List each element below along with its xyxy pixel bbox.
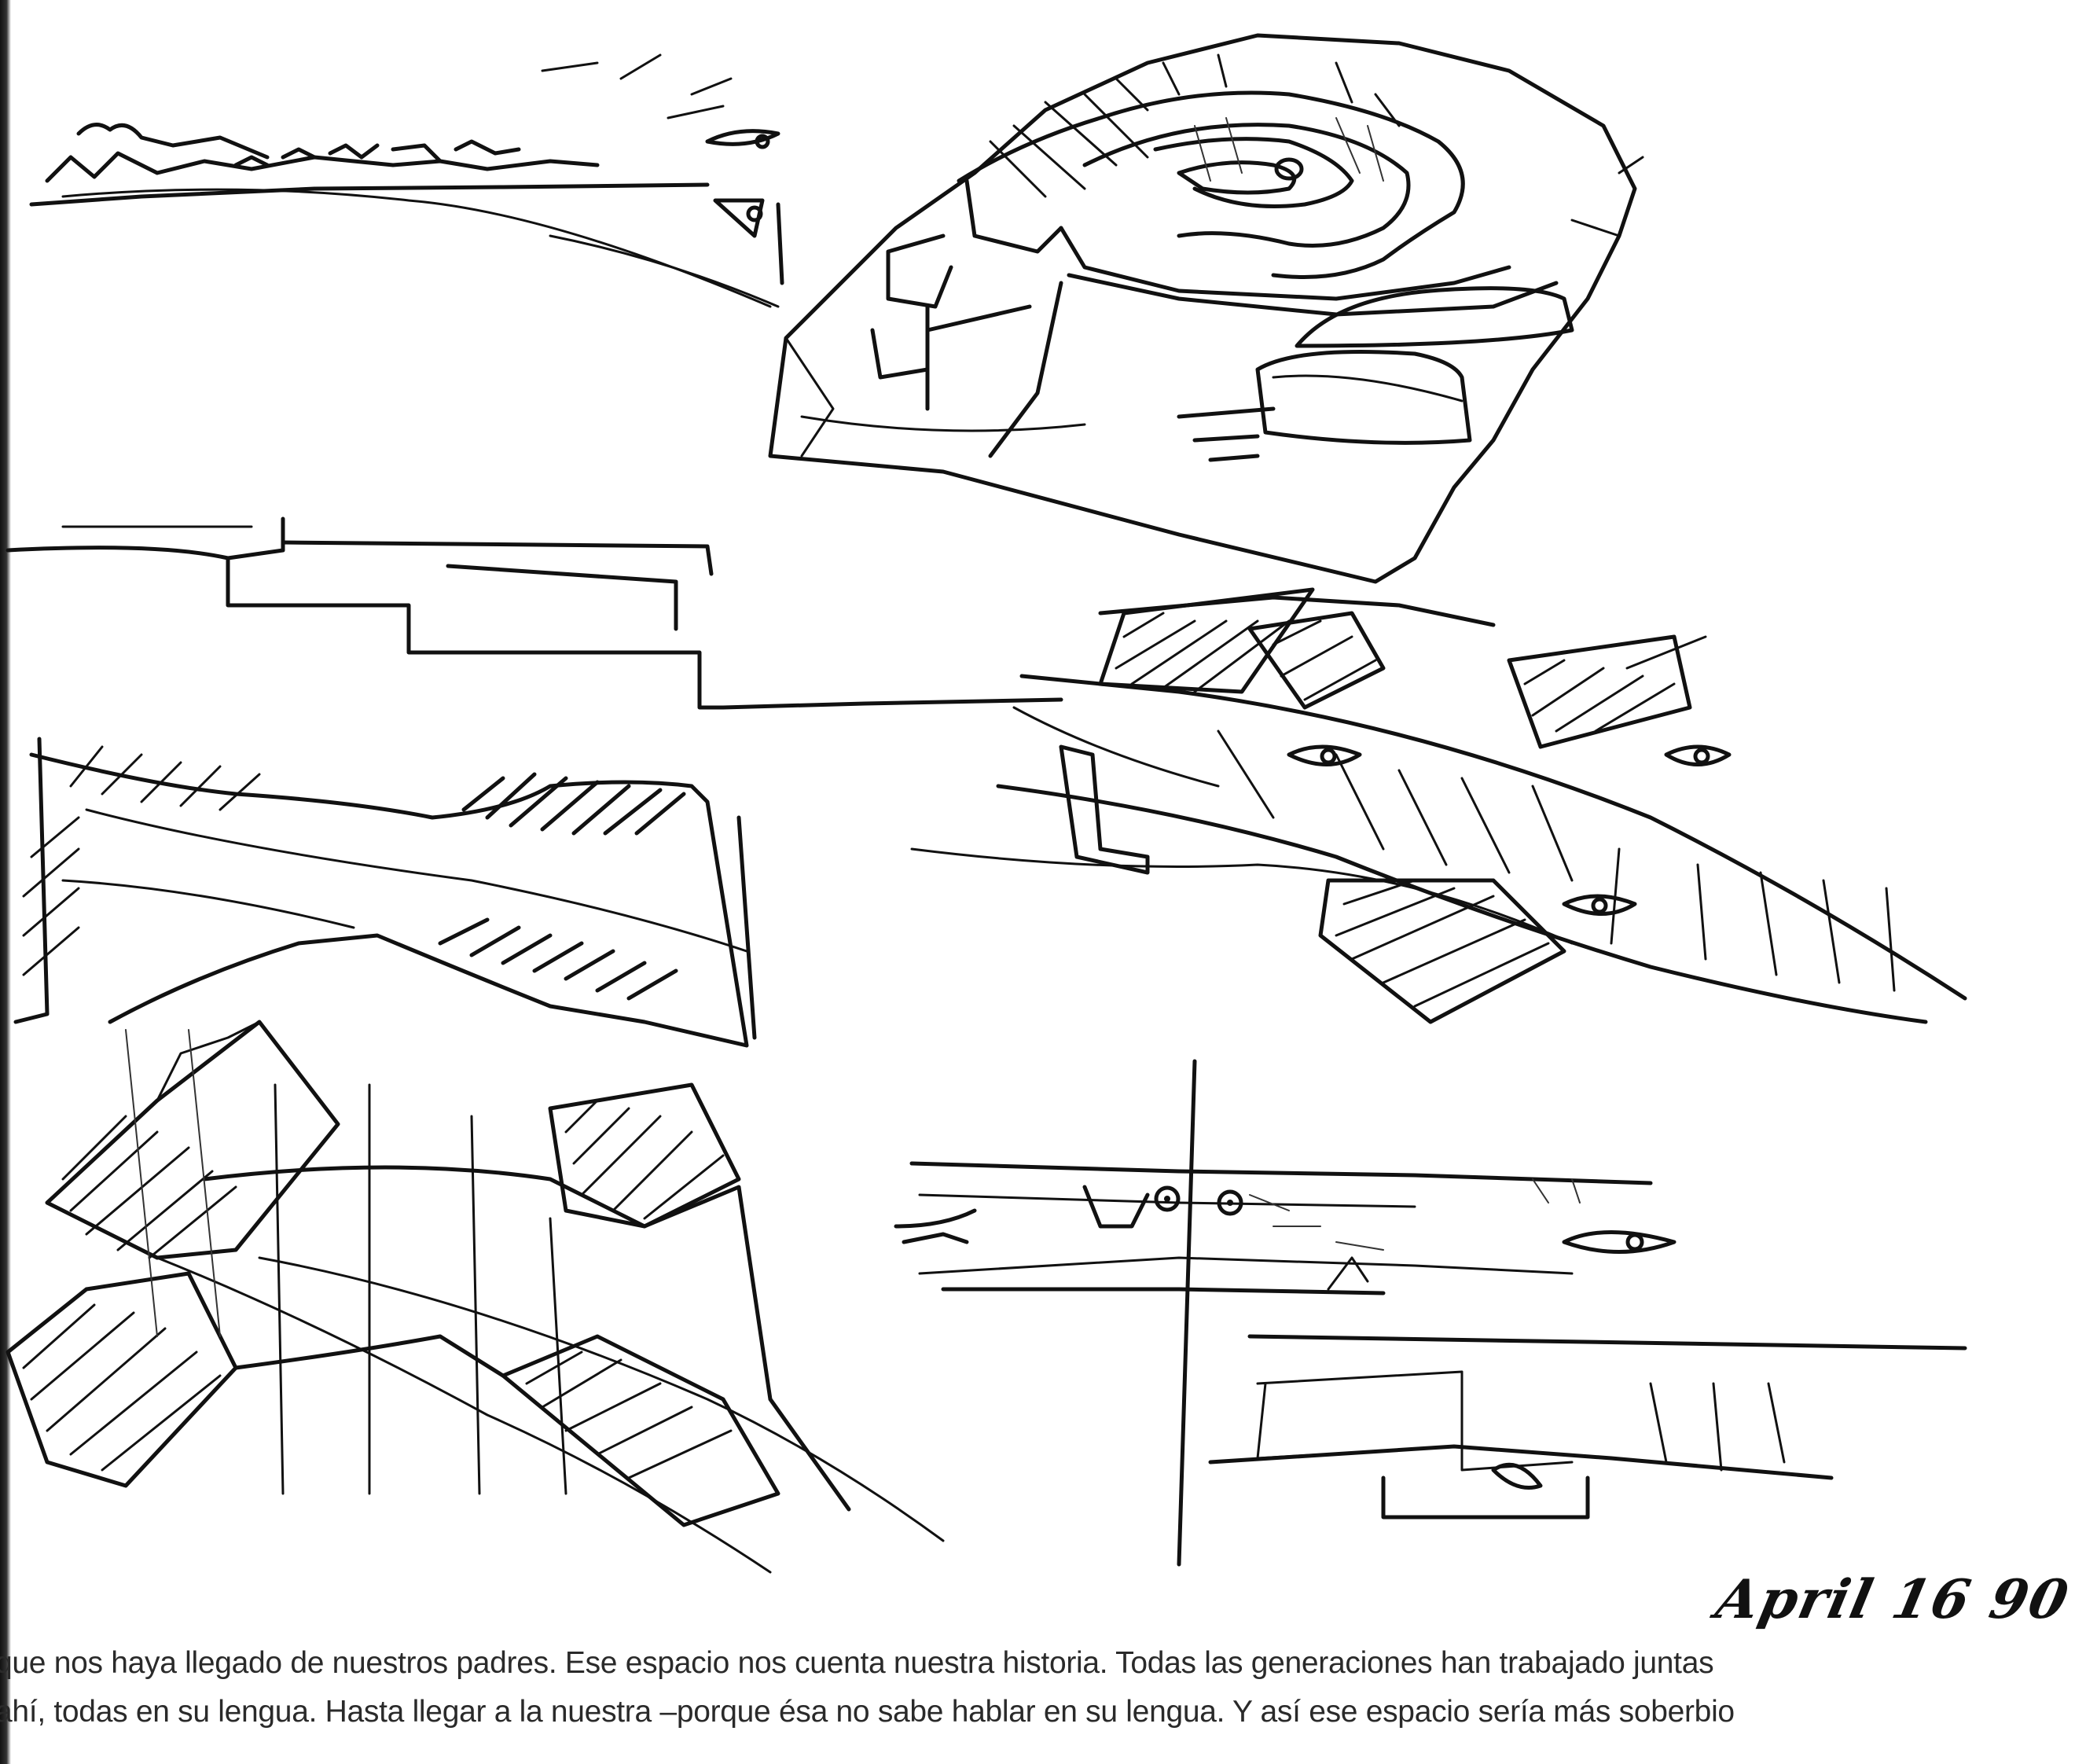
sketch-plan-hatched-path [13, 737, 757, 1048]
page-binding-edge [0, 0, 11, 1764]
sketch-amphitheater-massing [768, 33, 1644, 584]
sketch-plan-rotated-blocks [6, 1020, 945, 1574]
handwritten-date-signature: April 16 90 [1710, 1568, 2075, 1631]
caption-line-1: que nos haya llegado de nuestros padres.… [0, 1646, 1714, 1680]
sketch-linear-plan [894, 1059, 1967, 1567]
sketch-horizon-elevation [29, 53, 784, 308]
architectural-sketches [6, 33, 1967, 1574]
caption-text: que nos haya llegado de nuestros padres.… [0, 1639, 2004, 1736]
caption-line-2: ahí, todas en su lengua. Hasta llegar a … [0, 1695, 1735, 1729]
sketch-path-with-pavilions [910, 587, 1967, 1024]
sketch-stepped-section [6, 516, 1063, 710]
